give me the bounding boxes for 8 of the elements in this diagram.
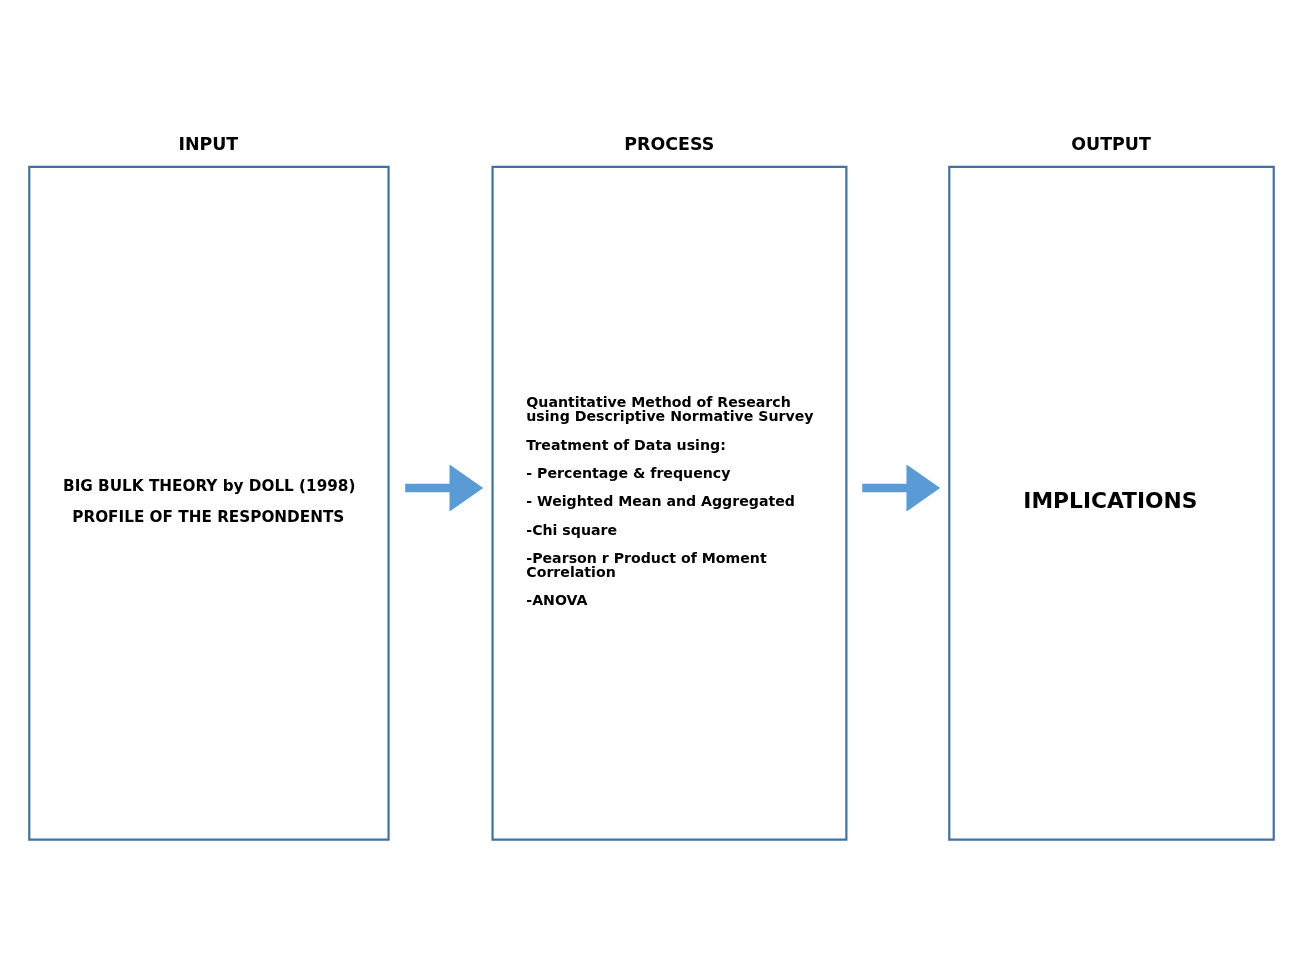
node-box: Quantitative Method of Research using Descriptive Normative Survey Treatment of Data using: - Percentage & frequency - Weighted Mean and Aggregated -Chi square -Pearson r Product of Moment Correlation -ANOVA bbox=[491, 165, 848, 841]
node-box: IMPLICATIONS bbox=[948, 165, 1275, 841]
node-label: INPUT bbox=[178, 134, 239, 155]
node-label: OUTPUT bbox=[1071, 134, 1151, 155]
arrow bbox=[862, 464, 941, 512]
arrow bbox=[405, 464, 484, 512]
node-box: BIG BULK THEORY by DOLL (1998) PROFILE OF THE RESPONDENTS bbox=[28, 165, 390, 841]
node-label: PROCESS bbox=[624, 134, 715, 155]
